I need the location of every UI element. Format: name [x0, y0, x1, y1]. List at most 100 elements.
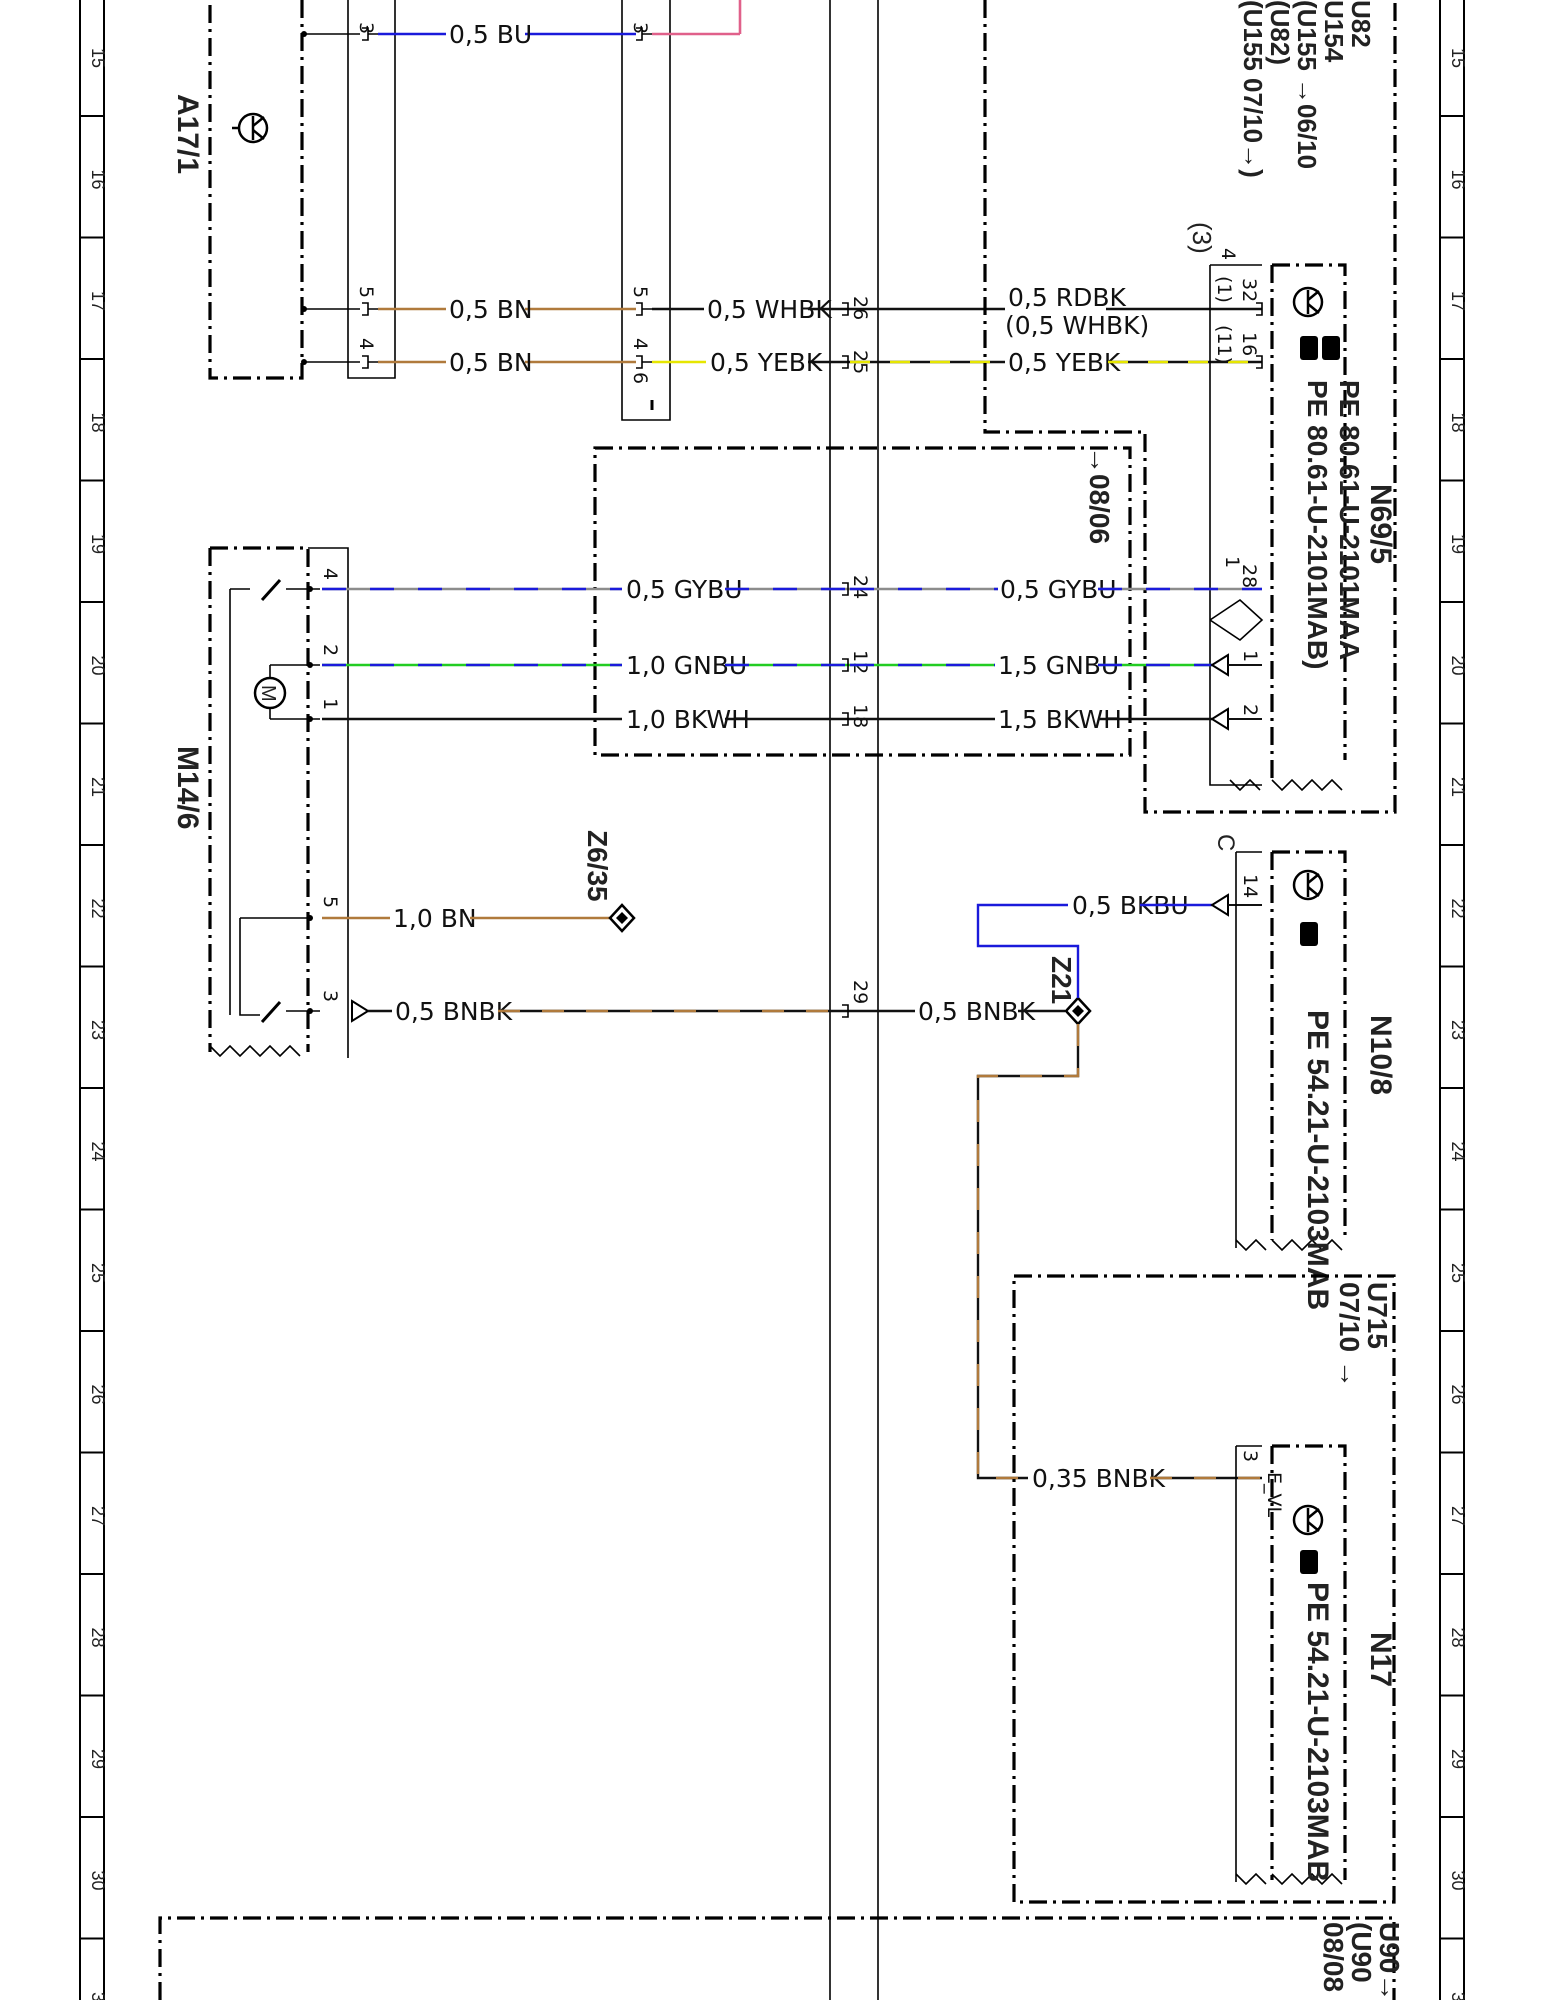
grid-row-label: 25 [1448, 1263, 1468, 1283]
z21-label: Z21 [1046, 956, 1077, 1004]
box-0806: →08/06 [593, 446, 1132, 757]
splice-z6-35[interactable]: Z6/35 [582, 830, 636, 933]
grid-row-label: 29 [1448, 1749, 1468, 1769]
grid-row-label: 15 [1448, 48, 1468, 68]
hand-pointer-icon [1300, 1550, 1318, 1574]
pin-label: 5 [629, 286, 651, 298]
pin-label: 12 [849, 650, 871, 674]
motor-icon: M [253, 662, 320, 722]
pin-label: 16 [1238, 332, 1260, 356]
wire-label: 0,35 BNBK [1032, 1464, 1166, 1493]
u90-label: U90→ [1374, 1922, 1405, 2000]
wire-0-5-yebk[interactable]: 0,5 YEBK 25 0,5 YEBK [652, 348, 1262, 377]
n17-label: N17 [1364, 1632, 1397, 1687]
u90-date: 08/08 [1318, 1922, 1349, 1992]
wire-gybu[interactable]: 0,5 GYBU 24 0,5 GYBU 28 [322, 564, 1262, 604]
z6-35-label: Z6/35 [582, 830, 613, 902]
wire-label: 0,5 GYBU [626, 575, 743, 604]
u715-label: U715 [1362, 1282, 1393, 1349]
grid-row-label: 16 [1448, 170, 1468, 190]
connector-a17-a: 3 5 4 [347, 0, 396, 379]
grid-row-label: 27 [88, 1506, 108, 1526]
note-line: (U155 07/10→) [1238, 0, 1268, 178]
grid-row-label: 23 [88, 1020, 108, 1040]
note-line: U154 [1319, 0, 1349, 63]
grid-row-label: 25 [88, 1263, 108, 1283]
grid-row-label: 31 [1448, 1992, 1468, 2000]
component-n17[interactable]: N17 PE 54.21-U-2103MAB 3 E_VL [1235, 1444, 1397, 1886]
wire-label: 0,5 YEBK [1008, 348, 1121, 377]
transistor-icon [1292, 286, 1324, 318]
u715-date: 07/10 → [1334, 1282, 1365, 1388]
wire-gnbu[interactable]: 1,0 GNBU 12 1,5 GNBU 1 [322, 650, 1262, 680]
splice-z21[interactable]: Z21 [1046, 956, 1092, 1026]
pin-label: 32 [1238, 278, 1260, 302]
grid-row-label: 27 [1448, 1506, 1468, 1526]
n69-5-ref: PE 80.61-U-2101MAB) [1302, 380, 1333, 669]
paren-3: (3) [1187, 222, 1217, 254]
m14-6-label: M14/6 [171, 746, 204, 829]
box-u82 [983, 0, 1397, 814]
pin-label: 4 [319, 568, 341, 580]
transistor-icon [1292, 869, 1324, 901]
paren-1: (1) [1213, 276, 1235, 303]
grid-row-label: 17 [88, 291, 108, 311]
wire-1-0-bn[interactable]: 1,0 BN [322, 904, 612, 933]
component-a17-1[interactable]: A17/1 [171, 0, 360, 380]
grid-row-label: 20 [88, 656, 108, 676]
pin-label: 3 [1239, 1450, 1261, 1462]
pin-label: 4 [629, 338, 651, 350]
wire-0-35-bnbk[interactable]: 0,35 BNBK [976, 1024, 1262, 1493]
wire-label: 0,5 BNBK [395, 997, 513, 1026]
grid-row-label: 18 [1448, 413, 1468, 433]
component-n69-5[interactable]: N69/5 PE 80.61-U-2101MAA PE 80.61-U-2101… [1187, 222, 1397, 786]
wire-0-5-rdbk[interactable]: 0,5 RDBK (0,5 WHBK) [1005, 283, 1262, 340]
grid-row-label: 21 [88, 777, 108, 797]
pin-label: 14 [1239, 874, 1261, 898]
wire-0-5-bn-4[interactable]: 0,5 BN [378, 348, 636, 377]
wire-bkwh[interactable]: 1,0 BKWH 18 1,5 BKWH 2 [322, 704, 1262, 734]
grid-row-label: 23 [1448, 1020, 1468, 1040]
pin-label: 6 [629, 372, 651, 384]
transistor-icon [1292, 1504, 1324, 1536]
transistor-icon [232, 112, 269, 144]
box-0806-label: →08/06 [1084, 446, 1115, 544]
note-line: (U82) [1265, 0, 1295, 65]
grid-row-label: 16 [88, 170, 108, 190]
wire-label: 0,5 YEBK [710, 348, 823, 377]
wire-0-5-bn-5[interactable]: 0,5 BN [378, 295, 636, 324]
pin-label: 28 [1238, 564, 1260, 588]
grid-row-label: 26 [1448, 1385, 1468, 1405]
wire-label: 0,5 GYBU [1000, 575, 1117, 604]
wire-0-5-bkbu[interactable]: 0,5 BKBU [976, 891, 1262, 998]
pin-label: 3 [319, 990, 341, 1002]
pin-label: 4 [1217, 248, 1239, 260]
top-right-notes: U82 U154 (U155 →06/10 (U82) (U155 07/10→… [1238, 0, 1376, 178]
grid-row-label: 28 [1448, 1628, 1468, 1648]
connector-a17-b: 3 5 4 6 [621, 0, 671, 421]
grid-row-label: 20 [1448, 656, 1468, 676]
wire-label: 0,5 BU [449, 20, 532, 49]
pin-label: 5 [355, 286, 377, 298]
wire-0-5-bu[interactable]: 0,5 BU [378, 20, 636, 49]
pin-label: 1 [1239, 650, 1261, 662]
component-n10-8[interactable]: N10/8 PE 54.21-U-2103MAB C 14 [1212, 834, 1397, 1310]
wire-0-5-bnbk[interactable]: 0,5 BNBK 29 0,5 BNBK [351, 980, 1065, 1026]
n10-8-label: N10/8 [1364, 1015, 1397, 1095]
grid-row-label: 19 [88, 534, 108, 554]
pin-label: 2 [1239, 704, 1261, 716]
grid-row-label: 29 [88, 1749, 108, 1769]
wire-0-5-whbk[interactable]: 0,5 WHBK 26 [652, 295, 1005, 324]
component-m14-6[interactable]: M14/6 M 4 2 1 5 3 [171, 546, 349, 1058]
note-line: U82 [1346, 0, 1376, 48]
wire-alt-label: (0,5 WHBK) [1005, 311, 1149, 340]
c-mark: C [1212, 834, 1239, 851]
hand-pointer-icon [1300, 922, 1318, 946]
wire-label: 1,0 BN [393, 904, 477, 933]
box-u715: U715 07/10 → [1012, 1274, 1396, 1904]
n69-5-label: N69/5 [1364, 484, 1397, 564]
u90-ref: (U90 [1346, 1922, 1377, 1983]
